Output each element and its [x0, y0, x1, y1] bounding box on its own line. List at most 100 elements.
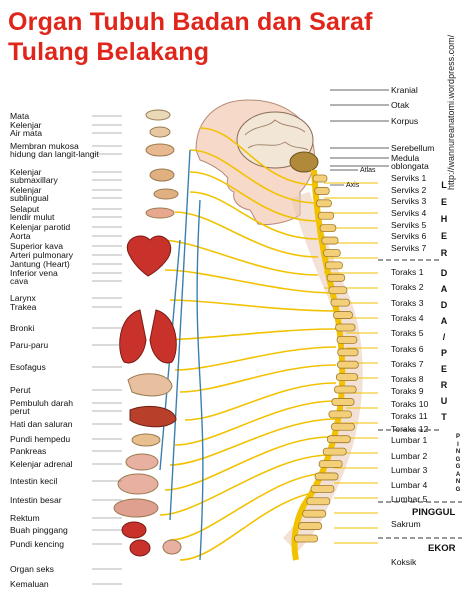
pancreas-organ: [131, 433, 161, 447]
vertebra: [328, 410, 352, 419]
vertebra: [314, 187, 330, 195]
vertebra: [324, 261, 343, 270]
left-label: Jantung (Heart): [10, 259, 70, 269]
vessel-line: [196, 199, 204, 561]
eye-organ: [145, 109, 171, 121]
cerebellum: [289, 151, 319, 173]
vertebra: [319, 224, 337, 233]
left-label: Kelenjar adrenal: [10, 459, 73, 469]
left-label: Larynx: [10, 293, 36, 303]
section-letter: D: [440, 268, 448, 278]
right-label: Lumbar 1: [391, 435, 428, 445]
vertebra: [331, 422, 355, 431]
section-ekor: EKOR: [428, 543, 456, 554]
bladder-organ: [129, 539, 151, 557]
section-letter: E: [440, 364, 447, 374]
section-letter: A: [455, 471, 461, 478]
right-label: Kranial: [391, 85, 418, 95]
section-letter: H: [440, 214, 448, 224]
left-label: Selaput: [10, 204, 40, 214]
nerve-line: [199, 127, 319, 186]
section-letter: A: [440, 284, 448, 294]
vertebra: [337, 348, 359, 357]
right-label: Toraks 11: [391, 411, 428, 421]
left-label: Arteri pulmonary: [10, 250, 74, 260]
right-label: Lumbar 2: [391, 451, 428, 461]
left-label: Rektum: [10, 513, 40, 523]
right-label: Axis: [346, 182, 360, 189]
right-label: Toraks 8: [391, 374, 424, 384]
vertebra: [330, 298, 350, 307]
vertebra: [312, 174, 328, 183]
large-intestine-organ: [113, 498, 159, 518]
nerve-line: [164, 436, 331, 491]
section-letter: G: [455, 464, 461, 470]
spinal-column: [291, 169, 359, 561]
left-label: Inferior vena: [10, 268, 58, 278]
vertebra: [306, 497, 331, 506]
right-label: Koksik: [391, 557, 417, 567]
left-label: Pankreas: [10, 446, 47, 456]
title-line-1: Organ Tubuh Badan dan Saraf: [8, 8, 373, 36]
leader-lines: [92, 89, 389, 585]
vertebra: [298, 522, 323, 530]
right-label: Lumbar 5: [391, 494, 428, 504]
nerve-line: [159, 454, 331, 516]
left-label: Mata: [10, 111, 30, 121]
left-label: cava: [10, 276, 29, 286]
nerve-line: [159, 328, 337, 341]
section-letter: R: [440, 380, 448, 390]
section-letter: L: [441, 180, 447, 190]
vessel-line: [169, 149, 191, 521]
right-label: Serviks 4: [391, 208, 427, 218]
right-label: Toraks 9: [391, 386, 424, 396]
section-letter: /: [442, 332, 446, 342]
right-label: Serviks 1: [391, 173, 427, 183]
tear-gland-organ: [149, 126, 171, 138]
nerve-line: [159, 239, 319, 276]
nerve-line: [169, 418, 337, 466]
left-label: Kelenjar: [10, 120, 42, 130]
left-label: Kelenjar: [10, 185, 42, 195]
nerve-line: [189, 171, 319, 222]
left-label: Hati dan saluran: [10, 419, 73, 429]
section-letter: P: [455, 434, 460, 440]
vertebra: [333, 311, 353, 319]
right-label: Sakrum: [391, 519, 421, 529]
left-label: Trakea: [10, 302, 37, 312]
left-label: Paru-paru: [10, 340, 49, 350]
right-label: Lumbar 3: [391, 465, 428, 475]
vertebra: [321, 236, 339, 245]
left-label: submaxillary: [10, 175, 58, 185]
vertebra: [326, 435, 351, 444]
right-label: Toraks 10: [391, 399, 429, 409]
vertebra: [326, 273, 346, 282]
left-label: Pundi kencing: [10, 539, 64, 549]
section-letter: D: [440, 300, 448, 310]
source-url: http://wannureanatomi.wordpress.com/: [446, 34, 456, 190]
section-letter: N: [455, 479, 461, 485]
section-letter: R: [440, 248, 448, 258]
right-label: Serviks 6: [391, 231, 427, 241]
right-label: Atlas: [360, 167, 376, 174]
right-label: Toraks 6: [391, 344, 424, 354]
right-label: Lumbar 4: [391, 480, 428, 490]
right-label: Serviks 2: [391, 185, 427, 195]
submaxillary-organ: [149, 168, 175, 182]
vertebra: [310, 484, 335, 493]
left-label: Membran mukosa: [10, 141, 79, 151]
left-label: Organ seks: [10, 564, 54, 574]
left-label: hidung dan langit-langit: [10, 149, 99, 159]
vertebra: [336, 335, 358, 344]
adrenal-organ: [125, 453, 159, 471]
vertebra: [302, 509, 327, 518]
vertebra: [328, 286, 348, 295]
nerve-line: [189, 191, 319, 240]
vertebra: [335, 323, 356, 332]
left-label: Superior kava: [10, 241, 64, 251]
left-label: perut: [10, 406, 30, 416]
right-label: Serebellum: [391, 143, 435, 153]
nerve-line: [169, 472, 331, 541]
section-letter: I: [457, 441, 459, 448]
